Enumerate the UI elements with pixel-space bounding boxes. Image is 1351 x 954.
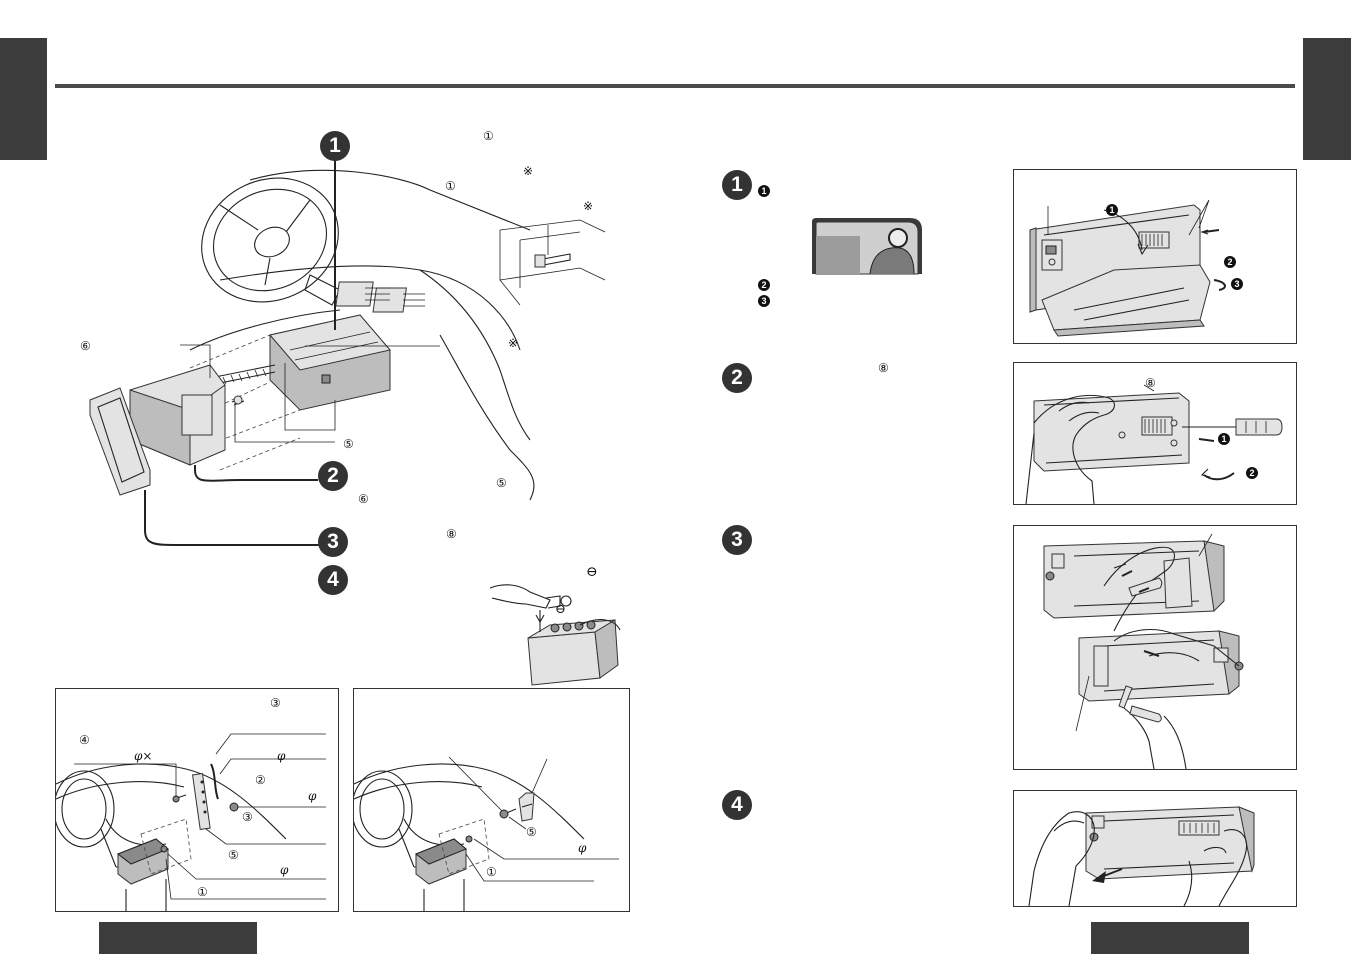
marker-1-top: ①	[483, 129, 494, 143]
mounting-detail-box-a: ③ ④ φ× φ ② φ ③ ⑤ φ ①	[55, 688, 339, 912]
ref-mark-2: ※	[583, 199, 594, 213]
fig2-arrow-1-badge: 1	[1218, 433, 1230, 445]
box-b-marker-5: ⑤	[526, 825, 537, 839]
box-a-phi-1: φ	[277, 749, 286, 763]
step-4-badge: 4	[318, 565, 348, 595]
minus-terminal-mark-battery: ⊖	[555, 602, 566, 617]
marker-5-right: ⑤	[496, 476, 507, 490]
box-b-marker-1: ①	[486, 865, 497, 879]
ref-mark-1: ※	[523, 164, 534, 178]
removal-figure-2: ⑧ 1 2	[1013, 362, 1297, 505]
marker-8-step3: ⑧	[446, 527, 457, 541]
step-3-badge: 3	[318, 527, 348, 557]
marker-5-illus: ⑤	[343, 437, 354, 451]
box-a-marker-4: ④	[79, 733, 90, 747]
removal-step-1-badge: 1	[722, 170, 752, 200]
box-a-marker-2: ②	[255, 773, 266, 787]
box-a-marker-1: ①	[197, 885, 208, 899]
right-edge-tab	[1303, 38, 1351, 160]
removal-substep-1-badge: 1	[758, 185, 770, 197]
header-rule	[55, 84, 1295, 88]
box-a-phi-2: φ	[308, 789, 317, 803]
fig2-arrow-2-badge: 2	[1246, 467, 1258, 479]
ref-mark-3: ※	[508, 336, 519, 350]
box-b-phi: φ	[578, 841, 587, 855]
removal-substep-3-badge: 3	[758, 295, 770, 307]
removal-substep-2-badge: 2	[758, 279, 770, 291]
left-edge-tab	[0, 38, 47, 160]
mounting-detail-box-b: ⑤ φ ①	[353, 688, 630, 912]
removal-step-4-badge: 4	[722, 790, 752, 820]
fig1-arrow-2-badge: 2	[1224, 256, 1236, 268]
fig2-marker-8: ⑧	[1145, 376, 1156, 390]
fig1-arrow-1-badge: 1	[1106, 204, 1118, 216]
minus-terminal-mark: ⊖	[586, 564, 598, 580]
removal-step-3-badge: 3	[722, 525, 752, 555]
removal-figure-3	[1013, 525, 1297, 770]
marker-6-step2: ⑥	[358, 492, 369, 506]
box-a-marker-3-top: ③	[270, 696, 281, 710]
box-a-phi-3: φ	[280, 863, 289, 877]
step-2-badge: 2	[318, 461, 348, 491]
fig1-arrow-3-badge: 3	[1231, 278, 1243, 290]
removal-figure-4	[1013, 790, 1297, 907]
step-1-badge: 1	[320, 131, 350, 161]
marker-6-left: ⑥	[80, 339, 91, 353]
installation-illustration	[60, 120, 640, 700]
removal-step-2-badge: 2	[722, 363, 752, 393]
removal-figure-1: 1 2 3	[1013, 169, 1297, 344]
left-footer-bar	[99, 922, 257, 954]
right-footer-bar	[1091, 922, 1249, 954]
marker-1-second: ①	[445, 179, 456, 193]
box-a-marker-5: ⑤	[228, 848, 239, 862]
box-a-marker-3: ③	[242, 810, 253, 824]
removal-step-2-marker-8: ⑧	[878, 361, 889, 375]
box-a-phi-times: φ×	[134, 749, 153, 763]
faceplate-thumbnail	[810, 216, 925, 275]
